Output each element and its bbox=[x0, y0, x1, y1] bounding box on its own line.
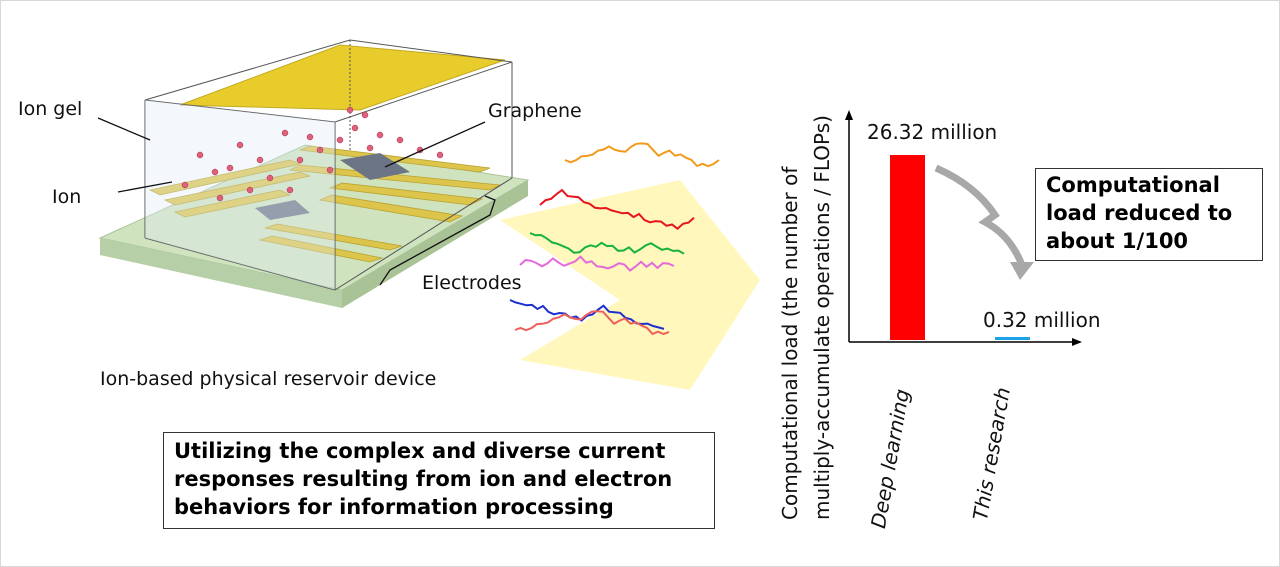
reduction-line: load reduced to bbox=[1046, 201, 1233, 225]
current-trace bbox=[519, 255, 675, 272]
device-caption: Ion-based physical reservoir device bbox=[100, 368, 437, 390]
reduction-box: Computational load reduced to about 1/10… bbox=[1035, 168, 1263, 261]
current-trace bbox=[539, 188, 695, 230]
data-label-deep-learning: 26.32 million bbox=[867, 120, 998, 144]
current-trace bbox=[514, 310, 670, 336]
substrate-side bbox=[100, 238, 342, 308]
data-label-this-research: 0.32 million bbox=[983, 308, 1101, 332]
y-axis-arrow-icon bbox=[845, 110, 853, 120]
substrate-front bbox=[342, 180, 528, 308]
ion-gel-box bbox=[144, 39, 513, 291]
summary-line: responses resulting from ion and electro… bbox=[174, 467, 673, 491]
bar-this-research bbox=[995, 337, 1030, 340]
y-axis-label-line2: multiply-accumulate operations / FLOPs) bbox=[810, 115, 834, 520]
reduction-arrowhead-icon bbox=[1010, 262, 1034, 280]
summary-line: Utilizing the complex and diverse curren… bbox=[174, 439, 666, 463]
bar-deep-learning bbox=[890, 155, 925, 340]
ions bbox=[181, 106, 444, 202]
electrodes bbox=[148, 145, 502, 263]
label-ion: Ion bbox=[52, 186, 82, 208]
label-graphene: Graphene bbox=[488, 100, 582, 122]
reduction-line: about 1/100 bbox=[1046, 229, 1189, 253]
top-electrode bbox=[179, 44, 506, 111]
leader-lines bbox=[97, 117, 496, 286]
summary-line: behaviors for information processing bbox=[174, 495, 614, 519]
ion-gel-face bbox=[145, 100, 335, 290]
bar-chart bbox=[845, 110, 1082, 346]
summary-box: Utilizing the complex and diverse curren… bbox=[163, 432, 715, 529]
current-trace bbox=[529, 232, 685, 255]
label-electrodes: Electrodes bbox=[422, 272, 522, 294]
graphene-sheets bbox=[255, 153, 410, 220]
signal-flow-arrow bbox=[500, 180, 760, 390]
y-axis-label-line1: Computational load (the number of bbox=[778, 166, 802, 520]
label-ion-gel: Ion gel bbox=[18, 98, 83, 120]
reduction-line: Computational bbox=[1046, 173, 1220, 197]
x-axis-arrow-icon bbox=[1072, 338, 1082, 346]
current-traces bbox=[509, 142, 720, 336]
current-trace bbox=[564, 142, 720, 168]
reduction-arrow bbox=[934, 164, 1026, 267]
